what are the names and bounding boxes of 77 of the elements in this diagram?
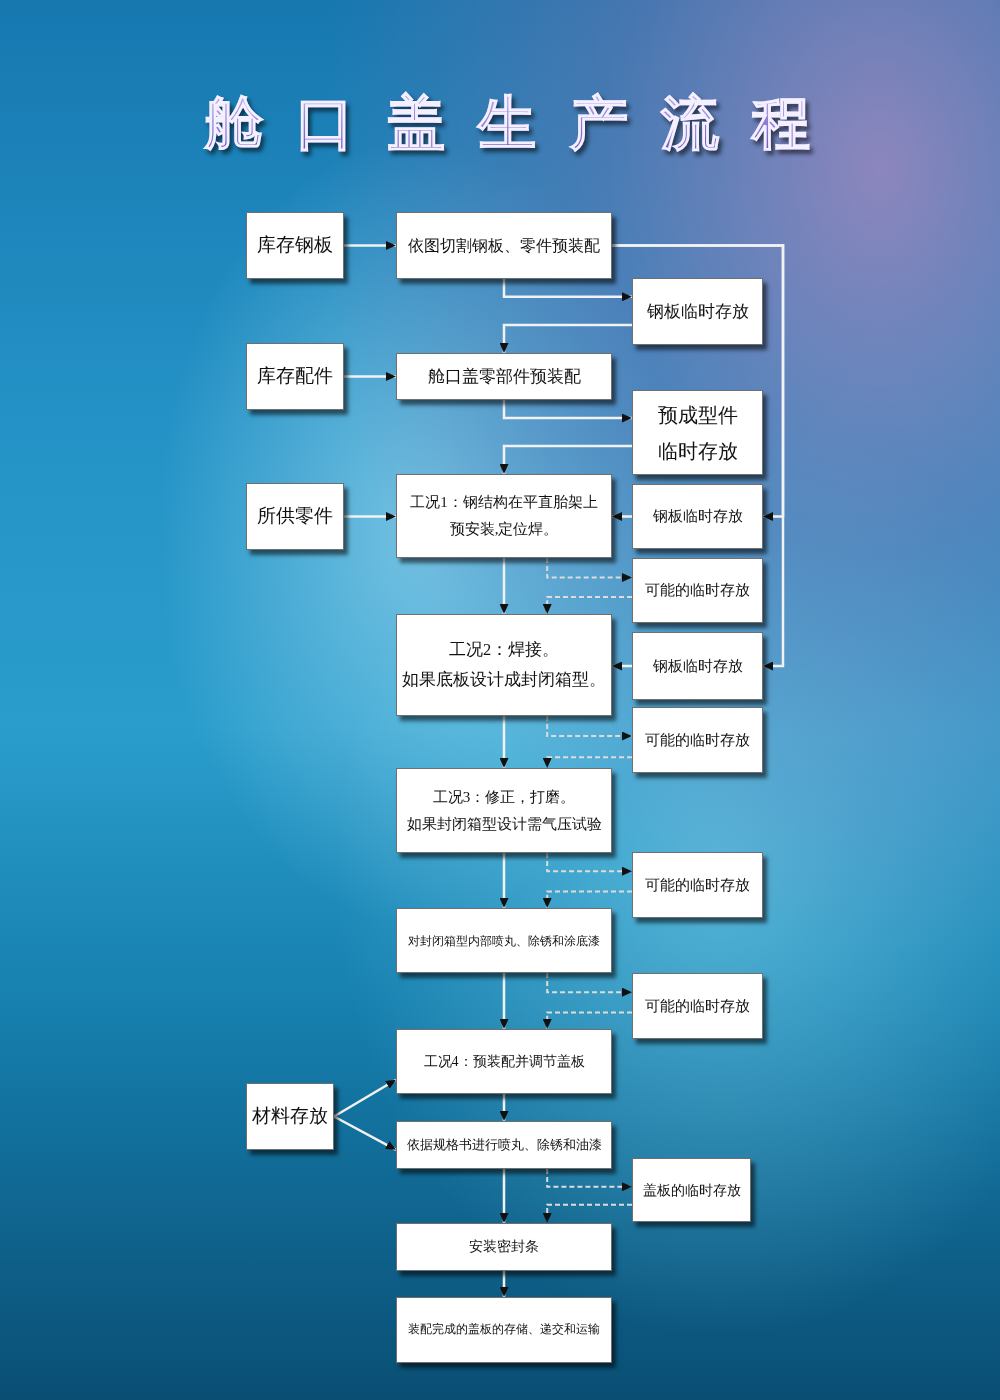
box-label: 可能的临时存放 bbox=[645, 730, 750, 750]
box-label: 安装密封条 bbox=[469, 1237, 539, 1256]
box-label: 库存钢板 bbox=[257, 233, 333, 258]
box-label: 如果底板设计成封闭箱型。 bbox=[402, 669, 606, 691]
arrow bbox=[499, 1271, 509, 1297]
dashed-arrow bbox=[542, 1203, 633, 1224]
box-label: 材料存放 bbox=[252, 1104, 328, 1129]
arrow bbox=[499, 444, 632, 474]
process-box bbox=[632, 852, 763, 918]
process-box bbox=[396, 908, 612, 973]
process-box bbox=[246, 343, 344, 410]
arrow bbox=[502, 279, 632, 302]
process-box bbox=[246, 212, 344, 279]
dashed-arrow bbox=[546, 972, 633, 997]
arrow bbox=[612, 244, 785, 671]
arrow bbox=[499, 1169, 509, 1223]
arrow bbox=[333, 1115, 397, 1151]
process-box bbox=[396, 212, 612, 279]
box-label: 工况4：预装配并调节盖板 bbox=[423, 1053, 585, 1071]
arrow bbox=[499, 1094, 509, 1121]
dashed-arrow bbox=[546, 852, 633, 876]
dashed-arrow bbox=[542, 756, 633, 769]
dashed-arrow bbox=[542, 890, 633, 909]
box-label: 对封闭箱型内部喷丸、除锈和涂底漆 bbox=[408, 932, 600, 950]
box-label: 工况1：钢结构在平直胎架上预安装,定位焊。 bbox=[409, 493, 599, 539]
process-box bbox=[632, 484, 763, 549]
process-box bbox=[632, 707, 763, 773]
arrow bbox=[344, 512, 396, 521]
arrow bbox=[612, 512, 632, 521]
process-box bbox=[396, 353, 612, 400]
arrow bbox=[499, 323, 632, 353]
arrow bbox=[499, 716, 509, 768]
process-box bbox=[632, 278, 763, 345]
process-box bbox=[632, 1158, 751, 1222]
arrow bbox=[502, 400, 632, 423]
process-box bbox=[396, 1223, 612, 1271]
box-label: 依据规格书进行喷丸、除锈和油漆 bbox=[406, 1136, 602, 1155]
box-label: 库存配件 bbox=[257, 364, 333, 389]
box-label: 盖板的临时存放 bbox=[642, 1181, 741, 1200]
dashed-arrow bbox=[542, 596, 633, 615]
box-label: 钢板临时存放 bbox=[652, 656, 743, 676]
process-box bbox=[396, 614, 612, 716]
dashed-arrow bbox=[546, 1168, 633, 1192]
arrow bbox=[612, 661, 632, 671]
process-box bbox=[632, 632, 763, 700]
arrow bbox=[344, 372, 396, 381]
dashed-arrow bbox=[546, 715, 633, 741]
box-label: 预成型件临时存放 bbox=[656, 402, 739, 464]
process-box bbox=[632, 973, 763, 1039]
process-box bbox=[396, 1297, 612, 1363]
box-label: 可能的临时存放 bbox=[645, 875, 750, 895]
process-box bbox=[396, 474, 612, 558]
process-box bbox=[246, 483, 344, 550]
box-label: 可能的临时存放 bbox=[645, 996, 750, 1016]
process-box bbox=[632, 390, 763, 475]
box-label: 钢板临时存放 bbox=[646, 300, 749, 323]
process-box bbox=[396, 768, 612, 853]
arrow bbox=[344, 241, 396, 250]
arrow bbox=[499, 853, 509, 908]
process-box bbox=[246, 1083, 334, 1150]
process-box bbox=[632, 558, 763, 623]
box-label: 可能的临时存放 bbox=[645, 581, 750, 601]
arrow bbox=[333, 1078, 397, 1118]
box-label: 如果封闭箱型设计需气压试验 bbox=[406, 814, 602, 834]
box-label: 工况3：修正，打磨。 bbox=[432, 787, 576, 807]
box-label: 依图切割钢板、零件预装配 bbox=[408, 235, 600, 256]
arrow bbox=[499, 558, 509, 614]
box-label: 工况2：焊接。 bbox=[448, 639, 560, 661]
arrow bbox=[499, 973, 509, 1029]
box-label: 所供零件 bbox=[257, 504, 333, 529]
process-box bbox=[396, 1029, 612, 1094]
process-box bbox=[396, 1121, 612, 1169]
box-label: 装配完成的盖板的存储、递交和运输 bbox=[408, 1322, 600, 1338]
box-label: 舱口盖零部件预装配 bbox=[427, 365, 581, 388]
dashed-arrow bbox=[546, 557, 633, 582]
box-label: 钢板临时存放 bbox=[652, 507, 743, 527]
dashed-arrow bbox=[542, 1011, 633, 1030]
